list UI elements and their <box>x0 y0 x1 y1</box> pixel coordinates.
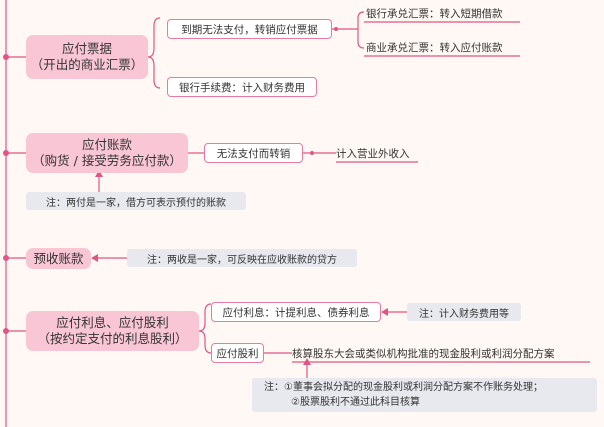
dividend-note-line2: ②股票股利不通过此科目核算 <box>291 397 420 408</box>
bank-acceptance-label: 银行承兑汇票：转入短期借款 <box>366 7 503 20</box>
interest-label: 应付利息：计提利息、债券利息 <box>222 306 370 319</box>
write-off-label: 无法支付而转销 <box>216 147 291 160</box>
write-off-box: 无法支付而转销 <box>204 143 303 163</box>
notes-payable-box: 应付票据 （开出的商业汇票） <box>26 35 148 79</box>
dividend-note: 注：①董事会拟分配的现金股利或利润分配方案不作账务处理； ②股票股利不通过此科目… <box>252 378 597 412</box>
income-label: 计入营业外收入 <box>336 147 410 160</box>
interest-box: 应付利息：计提利息、债券利息 <box>211 302 381 322</box>
advances-received-title: 预收账款 <box>33 250 84 266</box>
dividend-desc-text: 核算股东大会或类似机构批准的现金股利或利润分配方案 <box>292 345 590 361</box>
arrowhead-interest-note <box>381 308 388 316</box>
spine-dot-2 <box>3 150 9 156</box>
dividends-box: 应付股利 <box>211 343 264 363</box>
ap-note: 注：两付是一家，借方可表示预付的账款 <box>26 192 246 210</box>
accounts-payable-subtitle: （购货 / 接受劳务应付款） <box>32 153 182 168</box>
notes-payable-subtitle: （开出的商业汇票） <box>30 57 144 72</box>
adv-note-text: 注：两收是一家，可反映在应收账款的贷方 <box>147 254 337 266</box>
bracket-acceptance <box>357 11 365 49</box>
spine-dot-3 <box>3 255 9 261</box>
interest-note: 注：计入财务费用等 <box>407 303 521 321</box>
commercial-acceptance-label: 商业承兑汇票：转入应付账款 <box>366 41 503 54</box>
income-text: 计入营业外收入 <box>336 145 420 161</box>
accounts-payable-title: 应付账款 <box>81 137 132 152</box>
arrowhead-ap-note <box>95 170 103 177</box>
interest-note-text: 注：计入财务费用等 <box>419 308 509 320</box>
interest-dividends-box: 应付利息、应付股利 （按约定支付的利息股利） <box>26 311 199 351</box>
ap-note-text: 注：两付是一家，借方可表示预付的账款 <box>46 197 226 209</box>
overdue-box: 到期无法支付，转销应付票据 <box>167 19 332 39</box>
arrowhead-adv-note <box>91 254 98 262</box>
overdue-label: 到期无法支付，转销应付票据 <box>181 23 318 36</box>
dividend-note-line1: 注：①董事会拟分配的现金股利或利润分配方案不作账务处理； <box>264 382 543 393</box>
bank-fee-label: 银行手续费：计入财务费用 <box>179 81 305 94</box>
bank-fee-box: 银行手续费：计入财务费用 <box>167 77 317 97</box>
bracket-notes-payable <box>147 17 161 89</box>
accounts-payable-box: 应付账款 （购货 / 接受劳务应付款） <box>26 133 188 173</box>
adv-note: 注：两收是一家，可反映在应收账款的贷方 <box>127 249 357 267</box>
commercial-acceptance-text: 商业承兑汇票：转入应付账款 <box>366 39 520 55</box>
bracket-interest-dividends <box>198 303 212 354</box>
dot-writeoff <box>310 151 314 155</box>
dot-overdue <box>334 27 338 31</box>
notes-payable-title: 应付票据 <box>61 41 112 56</box>
advances-received-box: 预收账款 <box>26 248 91 269</box>
dividends-label: 应付股利 <box>216 347 259 360</box>
spine-dot-4 <box>3 328 9 334</box>
interest-dividends-subtitle: （按约定支付的利息股利） <box>37 331 188 346</box>
dividend-desc-label: 核算股东大会或类似机构批准的现金股利或利润分配方案 <box>292 347 555 360</box>
interest-dividends-title: 应付利息、应付股利 <box>56 315 169 330</box>
bank-acceptance-text: 银行承兑汇票：转入短期借款 <box>366 5 520 21</box>
spine-dot-1 <box>3 54 9 60</box>
